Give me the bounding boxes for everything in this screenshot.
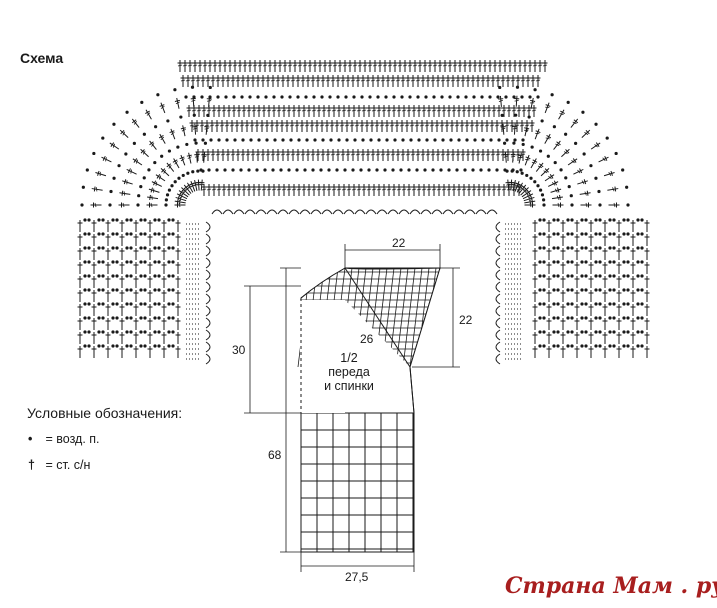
dimension-armhole-height: 30	[232, 343, 246, 357]
garment-schematic	[244, 244, 460, 572]
dimension-diagonal: 26	[360, 332, 374, 346]
chart-title: Схема	[20, 50, 64, 66]
stitch-pattern	[77, 60, 650, 365]
legend-heading: Условные обозначения:	[27, 405, 183, 421]
piece-label-line2: переда	[328, 365, 370, 379]
legend-item-treble-text: = ст. с/н	[45, 458, 91, 472]
legend-item-chain: • = возд. п.	[28, 432, 100, 446]
dimension-total-height: 68	[268, 448, 282, 462]
legend-item-chain-text: = возд. п.	[45, 432, 100, 446]
dimension-top-width: 22	[392, 236, 406, 250]
dimension-sleeve-height: 22	[459, 313, 473, 327]
legend-item-treble: † = ст. с/н	[28, 458, 90, 472]
piece-label-line3: и спинки	[324, 379, 374, 393]
chain-stitch-symbol: •	[28, 432, 33, 446]
site-watermark: Страна Мам . ру	[505, 573, 717, 599]
piece-label-line1: 1/2	[340, 351, 358, 365]
treble-stitch-symbol: †	[28, 458, 35, 472]
piece-label: 1/2 переда и спинки	[314, 351, 384, 393]
dimension-bottom-width: 27,5	[345, 570, 369, 584]
